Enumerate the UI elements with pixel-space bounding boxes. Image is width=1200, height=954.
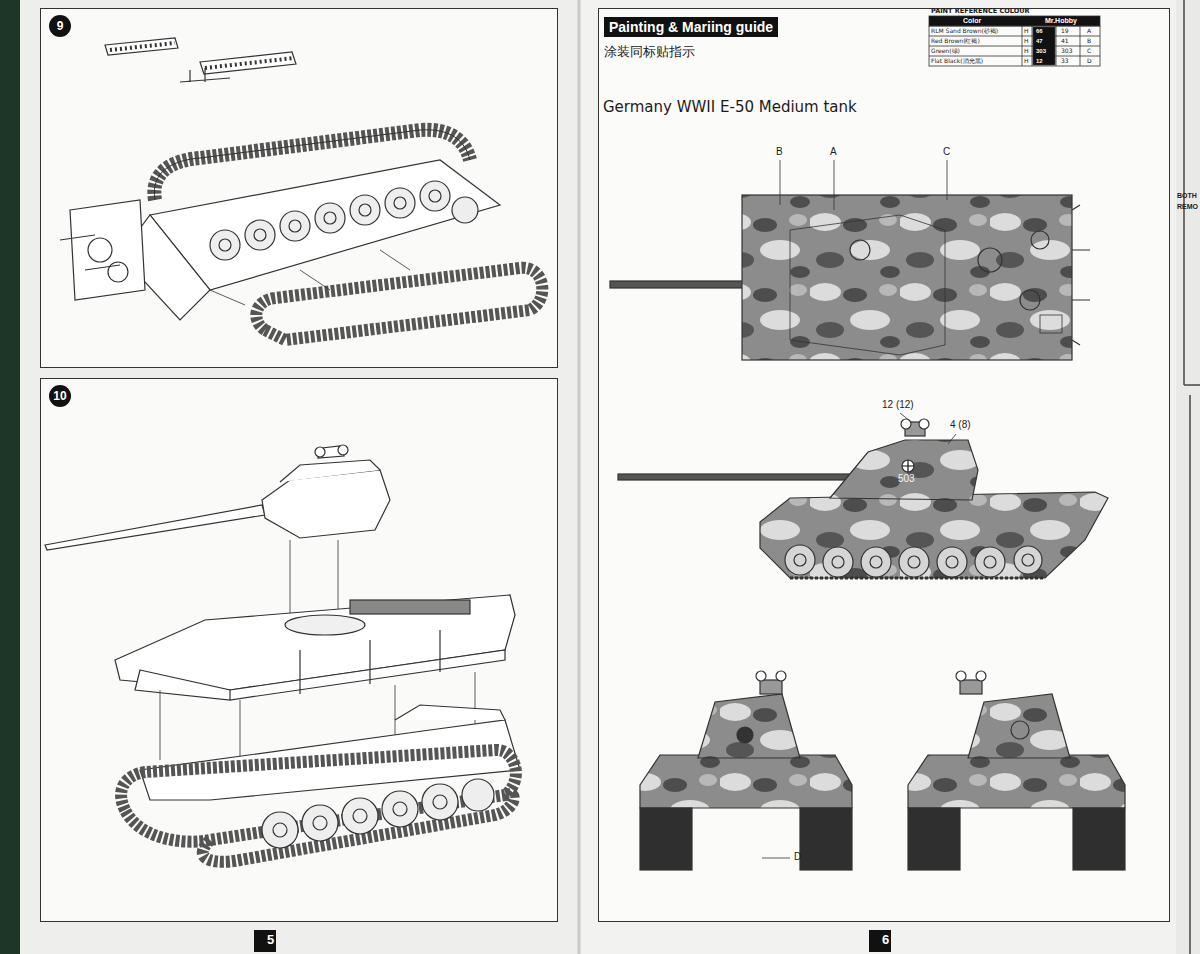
table-cell: Red Brown(红褐) [931, 38, 980, 44]
table-cell: 303 [1061, 48, 1072, 54]
instruction-panel: 10 [40, 378, 558, 922]
model-title: Germany WWII E-50 Medium tank [603, 100, 857, 116]
table-cell: 12 [1036, 58, 1043, 64]
table-cell: A [1087, 28, 1091, 34]
table-cell: Green(绿) [931, 48, 960, 54]
callout-letter: B [776, 147, 783, 158]
table-cell: 33 [1061, 58, 1069, 64]
table-cell: 19 [1061, 28, 1069, 34]
table-cell: Flat Black(消光黑) [931, 58, 983, 64]
instruction-panel: Painting & Mariing guide 涂装同标贴指示 [598, 8, 1170, 922]
table-cell: 303 [1036, 48, 1046, 54]
turret-number: 503 [898, 474, 915, 485]
instruction-panel: 9 [40, 8, 558, 368]
table-cell: 47 [1036, 38, 1043, 44]
decal-number: 12 (12) [882, 400, 914, 411]
table-cell: D [1087, 58, 1092, 64]
table-title: PAINT REFERENCE COLOUR [931, 8, 1029, 15]
table-cell: 41 [1061, 38, 1069, 44]
table-cell: 66 [1036, 28, 1043, 34]
step-number: 9 [49, 15, 71, 37]
callout-letter: C [943, 147, 950, 158]
callout-letter: D [794, 852, 801, 863]
table-cell: RLM Sand Brown(砂褐) [931, 28, 998, 34]
guide-heading-cn: 涂装同标贴指示 [604, 43, 695, 61]
page-number: 6 [882, 933, 889, 947]
table-header: Mr.Hobby [1045, 17, 1077, 24]
table-header: Color [963, 17, 981, 24]
guide-heading: Painting & Mariing guide [604, 17, 778, 37]
page-number: 5 [267, 933, 274, 947]
step-number: 10 [49, 385, 71, 407]
table-cell: H [1024, 28, 1029, 34]
decal-number: 4 (8) [950, 420, 971, 431]
callout-letter: A [830, 147, 837, 158]
table-cell: H [1024, 48, 1029, 54]
table-cell: C [1087, 48, 1091, 54]
table-cell: H [1024, 38, 1029, 44]
cropped-text: BOTH [1177, 192, 1197, 199]
table-cell: B [1087, 38, 1091, 44]
cropped-text: REMO [1177, 203, 1198, 210]
table-cell: H [1024, 58, 1029, 64]
